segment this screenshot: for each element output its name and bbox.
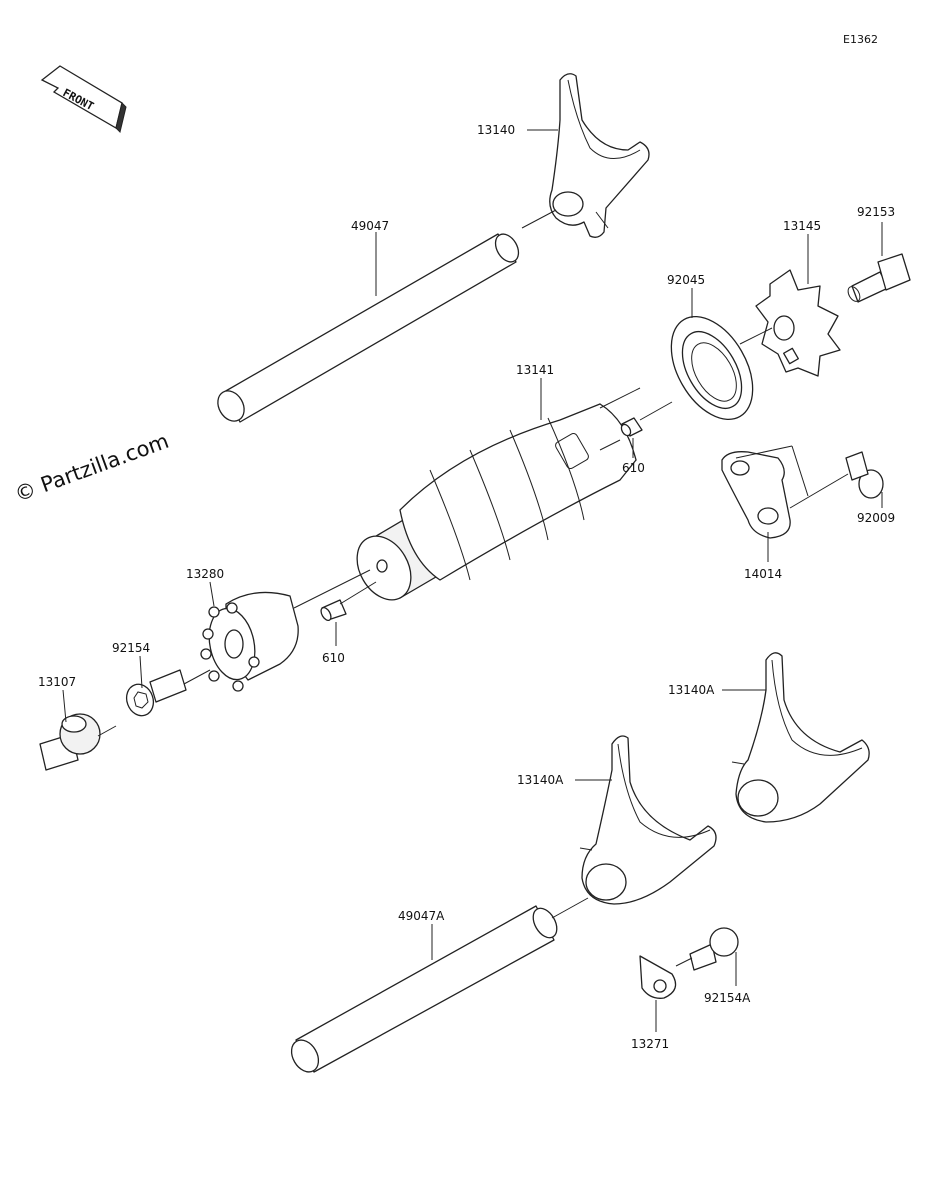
label-13140A-right[interactable]: 13140A [668, 683, 715, 697]
front-arrow: FRONT [40, 65, 127, 133]
watermark: © Partzilla.com [12, 429, 172, 507]
shaft-bottom [290, 905, 558, 1073]
label-14014[interactable]: 14014 [744, 567, 782, 581]
label-610-left[interactable]: 610 [322, 651, 345, 665]
gear-plate [755, 269, 841, 377]
label-13141[interactable]: 13141 [516, 363, 554, 377]
stopper [639, 955, 677, 999]
bolt-left [125, 669, 187, 717]
shift-fork-center [579, 735, 717, 905]
label-13140A-center[interactable]: 13140A [517, 773, 564, 787]
label-92045[interactable]: 92045 [667, 273, 705, 287]
diagram-code: E1362 [843, 33, 878, 46]
label-13271[interactable]: 13271 [631, 1037, 669, 1051]
pin-left [320, 599, 347, 622]
bolt-bracket [845, 451, 884, 499]
part-labels: 13140 49047 13141 92045 13145 92153 610 … [38, 123, 895, 1051]
bracket [721, 451, 791, 539]
label-13107[interactable]: 13107 [38, 675, 76, 689]
pin-holder [200, 591, 299, 692]
label-610-right[interactable]: 610 [622, 461, 645, 475]
label-92153[interactable]: 92153 [857, 205, 895, 219]
label-92154A[interactable]: 92154A [704, 991, 751, 1005]
shift-fork-right [731, 652, 870, 823]
label-13280[interactable]: 13280 [186, 567, 224, 581]
shift-drum [356, 403, 637, 601]
bolt-stopper [689, 927, 739, 971]
label-49047[interactable]: 49047 [351, 219, 389, 233]
leader-lines [62, 129, 883, 1032]
bearing [670, 315, 754, 421]
label-13145[interactable]: 13145 [783, 219, 821, 233]
bolt-top [847, 253, 911, 303]
pin-right [620, 417, 643, 437]
label-92009[interactable]: 92009 [857, 511, 895, 525]
shaft-top [217, 233, 520, 423]
label-92154[interactable]: 92154 [112, 641, 150, 655]
label-49047A[interactable]: 49047A [398, 909, 445, 923]
shift-fork-top [549, 73, 650, 238]
cam-shaft [39, 713, 101, 771]
label-13140-top[interactable]: 13140 [477, 123, 515, 137]
